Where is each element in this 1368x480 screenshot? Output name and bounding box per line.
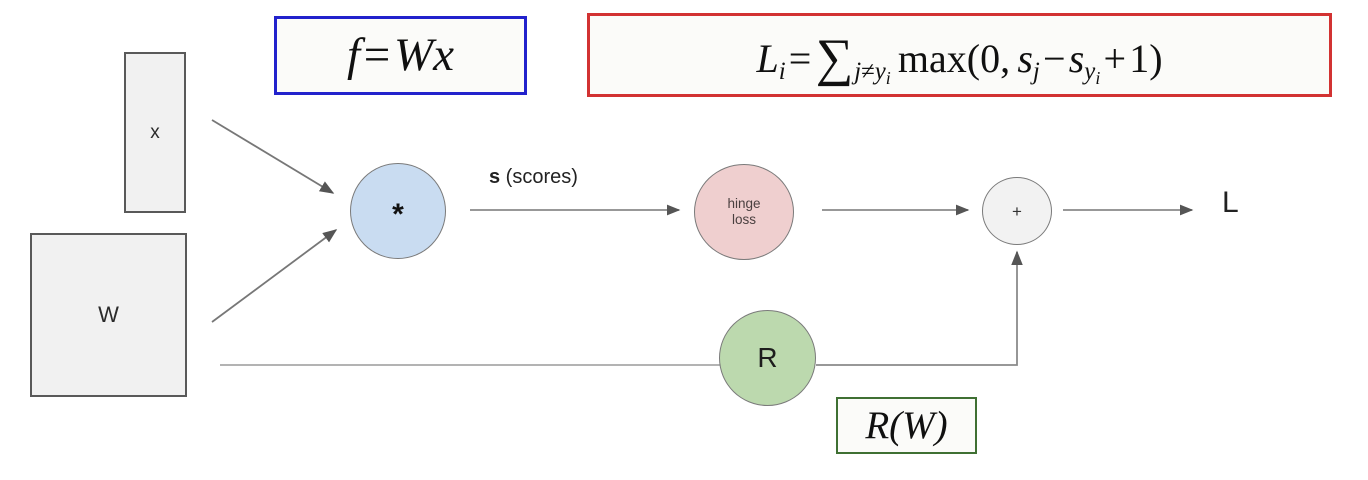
node-sum: +: [982, 177, 1052, 245]
edge-x-to-multiply: [211, 119, 335, 194]
formula-li-plus: +: [1103, 35, 1127, 81]
node-hinge-loss-label: hinge loss: [727, 196, 760, 228]
node-hinge-loss: hinge loss: [694, 164, 794, 260]
formula-li-comma: ,: [1000, 35, 1011, 81]
formula-li-s2-sub-y-sub: i: [1095, 67, 1101, 88]
formula-f-equals: =: [363, 29, 391, 81]
formula-score-function-text: f=Wx: [347, 32, 454, 79]
output-label-loss: L: [1222, 186, 1239, 219]
edge-label-scores-symbol: s: [489, 166, 501, 188]
formula-li-s1-sub: j: [1032, 57, 1040, 85]
node-hinge-loss-line2: loss: [731, 212, 756, 227]
formula-li-zero: 0: [980, 35, 1001, 81]
formula-li-s2-sub-y: y: [1084, 57, 1096, 85]
formula-rw-close-paren: ): [934, 404, 948, 447]
formula-li-sigma-sub-y-sub: i: [885, 67, 891, 88]
edge-w-to-multiply: [211, 229, 338, 323]
edge-label-scores: s (scores): [489, 167, 578, 187]
node-hinge-loss-line1: hinge: [727, 196, 761, 212]
formula-li-equals: =: [788, 35, 812, 81]
formula-score-function: f=Wx: [274, 16, 527, 95]
formula-li-sigma: ∑: [815, 28, 854, 87]
formula-li-one: 1: [1129, 35, 1150, 81]
weight-matrix-w-label: W: [98, 302, 119, 327]
formula-li-s1: s: [1017, 35, 1033, 81]
formula-li-close-paren: ): [1149, 35, 1163, 81]
formula-rw-R: R: [865, 404, 890, 447]
formula-regularization-text: R(W): [865, 406, 947, 445]
input-matrix-x-label: x: [150, 122, 160, 143]
formula-f-symbol: f: [346, 29, 360, 81]
formula-li-sigma-sub-j: j: [854, 57, 862, 85]
formula-li-s2: s: [1068, 35, 1085, 81]
input-matrix-x: x: [124, 52, 186, 213]
formula-li-sigma-sub-neq: ≠: [861, 57, 875, 85]
formula-li-sigma-sub: j≠yi: [854, 57, 891, 88]
node-sum-label: +: [1012, 201, 1022, 221]
formula-rw-W: W: [902, 404, 935, 447]
formula-regularization: R(W): [836, 397, 977, 454]
node-multiply: *: [350, 163, 446, 259]
formula-f-x: x: [433, 29, 455, 81]
edge-regularization-to-sum: [816, 250, 1023, 366]
formula-li-s2-sub: yi: [1084, 57, 1101, 88]
node-regularization: R: [719, 310, 816, 406]
weight-matrix-w: W: [30, 233, 187, 397]
edge-label-scores-text: (scores): [500, 166, 578, 188]
formula-li-minus: −: [1042, 35, 1066, 81]
node-regularization-label: R: [757, 342, 778, 373]
formula-li-L: L: [756, 35, 779, 81]
formula-f-W: W: [394, 29, 434, 81]
node-multiply-label: *: [392, 198, 404, 231]
formula-li-max: max: [897, 35, 967, 81]
formula-li-L-sub: i: [778, 57, 786, 85]
formula-rw-open-paren: (: [889, 404, 903, 447]
formula-li-sigma-sub-y: y: [874, 57, 886, 85]
formula-li-open-paren: (: [966, 35, 981, 81]
